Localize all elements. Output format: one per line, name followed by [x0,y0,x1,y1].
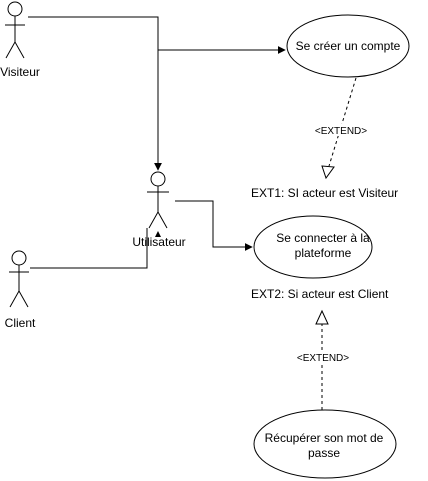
usecase-creer-compte[interactable]: Se créer un compte [286,14,410,78]
usecase-recuperer[interactable]: Récupérer son mot de passe [253,409,397,479]
actor-utilisateur-label: Utilisateur [132,235,185,249]
usecase-connecter-label-line1: Se connecter à la [276,231,370,245]
actor-client-label: Client [5,316,36,330]
actor-client[interactable]: Client [5,250,36,330]
actor-visiteur-label: Visiteur [0,65,40,79]
extend-label-top: <EXTEND> [315,126,367,137]
usecase-creer-compte-label: Se créer un compte [296,39,401,53]
extend-arrowhead-bottom [315,309,329,325]
usecase-recuperer-label-line1: Récupérer son mot de [265,431,384,445]
actor-visiteur[interactable]: Visiteur [0,1,40,79]
extend-label-bottom: <EXTEND> [297,353,349,364]
usecase-connecter-label-line2: plateforme [295,246,352,260]
generalization-marker [155,231,161,237]
association-visiteur-utilisateur [28,16,162,171]
usecase-recuperer-label-line2: passe [308,446,340,460]
actor-utilisateur[interactable]: Utilisateur [132,171,186,249]
extend-relation-bottom: <EXTEND> [290,309,356,410]
extend-relation-top: <EXTEND> [308,77,374,180]
extension-condition-ext2: EXT2: Si acteur est Client [251,287,389,301]
usecase-connecter[interactable]: Se connecter à la plateforme [253,215,373,279]
extension-condition-ext1: EXT1: SI acteur est Visiteur [251,186,398,200]
association-utilisateur-connecter [175,200,253,251]
extend-arrowhead-top [321,165,335,180]
association-client-utilisateur [30,228,148,269]
